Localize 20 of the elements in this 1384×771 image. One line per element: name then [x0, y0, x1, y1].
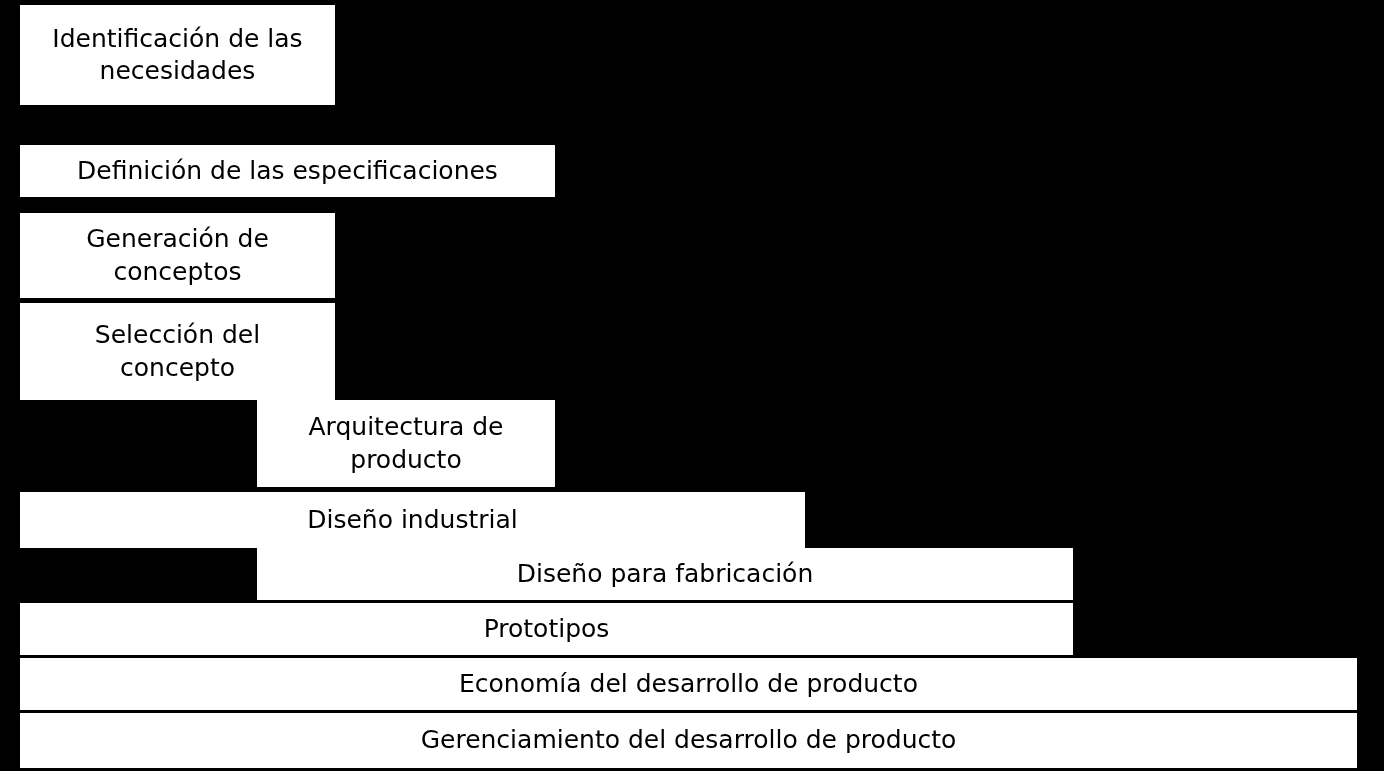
- bar-label: Diseño industrial: [307, 503, 518, 536]
- process-bar: [20, 713, 1357, 768]
- process-bar: [20, 492, 805, 548]
- process-bar: [20, 658, 1357, 710]
- bar-label: Gerenciamiento del desarrollo de producto: [420, 724, 957, 757]
- process-bar: [257, 400, 555, 487]
- process-bar: [20, 145, 555, 197]
- bar-label: Diseño para fabricación: [516, 557, 814, 590]
- bar-label: Identificación de las necesidades: [51, 22, 304, 87]
- process-bar: [20, 603, 1073, 655]
- process-bar: [20, 213, 335, 298]
- bar-label: Generación de conceptos: [85, 223, 270, 288]
- bar-label: Selección del concepto: [93, 319, 262, 384]
- bar-label: Definición de las especificaciones: [77, 154, 498, 187]
- process-bar: [20, 303, 335, 400]
- bar-label: Prototipos: [483, 612, 610, 645]
- bar-label: Economía del desarrollo de producto: [459, 667, 918, 700]
- process-bar: [257, 548, 1073, 600]
- process-bar: [20, 5, 335, 105]
- bar-label: Arquitectura de producto: [307, 411, 505, 476]
